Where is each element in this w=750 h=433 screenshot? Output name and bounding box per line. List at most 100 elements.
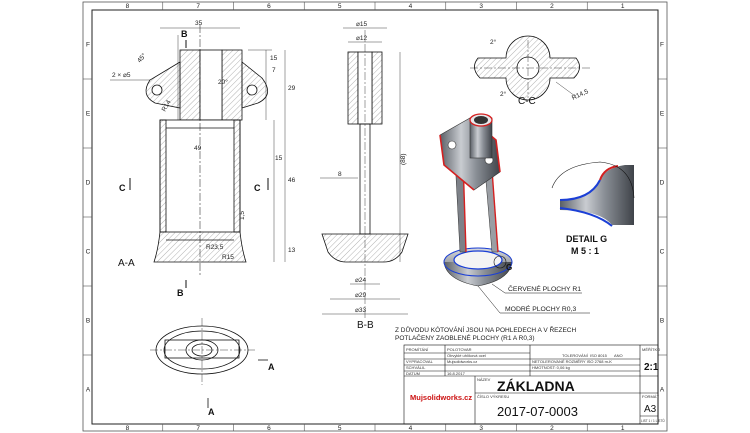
tb-weight: HMOTNOST: 0,06 kg — [532, 365, 570, 370]
tb-drawing-no: 2017-07-0003 — [497, 404, 578, 419]
zone-col-bottom-7: 7 — [196, 425, 200, 432]
tb-general-tolerance: NETOLEROVANÉ ROZMĚRY ISO 2768 m-K — [532, 359, 612, 364]
dim-bb-d33: ⌀33 — [355, 307, 367, 314]
dim-bb-d15: ⌀15 — [356, 21, 368, 28]
zone-row-left-A: A — [86, 387, 91, 394]
cut-markers-aa — [129, 40, 269, 288]
tb-material: Obvyklé uhlíková ocel — [447, 353, 486, 358]
tb-row-approved: SCHVÁLIL — [406, 365, 426, 370]
detail-g-title: DETAIL G — [566, 234, 607, 244]
tb-tolerance-ano: ANO — [614, 353, 623, 358]
dim-cc-angle-b: 2° — [500, 90, 507, 98]
detail-g-view — [551, 161, 635, 230]
dim-aa-15b: 15 — [275, 155, 283, 162]
dim-aa-1-5: 1,5 — [239, 211, 246, 220]
zone-col-bottom-6: 6 — [267, 425, 271, 432]
zone-col-bottom-4: 4 — [409, 425, 413, 432]
section-cc-view — [470, 35, 590, 101]
dim-aa-r15: R15 — [222, 254, 234, 261]
zone-col-bottom-8: 8 — [126, 425, 130, 432]
callout-blue-surfaces: MODRÉ PLOCHY R0,3 — [505, 304, 576, 313]
dim-aa-holes: 2 × ⌀5 — [112, 72, 131, 79]
cut-b-top: B — [181, 29, 188, 39]
zone-row-right-C: C — [660, 249, 665, 256]
section-aa-view — [110, 25, 286, 275]
zone-col-top-2: 2 — [550, 3, 554, 10]
tb-tolerance: ISO 8015 — [590, 353, 608, 358]
tb-scale-label: MĚŘÍTKO — [642, 347, 660, 352]
dim-bb-d24: ⌀24 — [355, 277, 367, 284]
zone-row-right-D: D — [660, 180, 665, 187]
tb-format: A3 — [644, 404, 657, 415]
zone-row-left-D: D — [86, 180, 91, 187]
tb-sheet: LIST 1 / 1 LISTŮ — [641, 418, 665, 423]
zone-row-right-F: F — [660, 42, 664, 49]
tb-tolerance-label: TOLEROVÁNÍ — [562, 353, 589, 358]
tb-author: Mujsolidworks.cz — [447, 359, 477, 364]
zone-col-bottom-3: 3 — [479, 425, 483, 432]
plan-view — [150, 318, 268, 408]
dim-aa-top-width: 35 — [195, 20, 203, 27]
dim-aa-49: 49 — [194, 145, 202, 152]
zone-col-top-8: 8 — [126, 3, 130, 10]
callout-leaders — [477, 283, 590, 314]
dim-cc-r14-5: R14,5 — [571, 88, 590, 102]
cut-a-right: A — [268, 362, 275, 372]
zone-col-top-7: 7 — [196, 3, 200, 10]
dim-aa-angle-45: 45° — [135, 51, 148, 64]
dim-aa-7: 7 — [272, 67, 276, 74]
tb-format-label: FORMÁT — [642, 394, 659, 399]
zone-row-left-C: C — [86, 249, 91, 256]
zone-row-right-A: A — [660, 387, 665, 394]
zone-row-right-E: E — [660, 111, 665, 118]
dim-aa-15: 15 — [270, 55, 278, 62]
tb-part-name: ZÁKLADNA — [497, 378, 575, 394]
zone-col-bottom-5: 5 — [338, 425, 342, 432]
tb-row-date: DATUM — [406, 371, 420, 376]
section-aa-label: A-A — [118, 258, 135, 269]
tb-logo: Mujsolidworks.cz — [410, 393, 472, 402]
tb-date: 16.8.2017 — [447, 371, 466, 376]
dim-aa-46: 46 — [288, 177, 296, 184]
cut-c-left: C — [119, 183, 126, 193]
zone-row-left-F: F — [86, 42, 90, 49]
tb-drawing-no-label: ČÍSLO VÝKRESU — [477, 394, 509, 399]
title-block — [403, 344, 659, 425]
isometric-render — [439, 113, 513, 287]
section-bb-dims: ⌀15 ⌀12 (88) 8 ⌀24 ⌀29 ⌀33 — [338, 21, 407, 314]
dim-aa-13: 13 — [288, 247, 296, 254]
dim-aa-29: 29 — [288, 85, 296, 92]
zone-row-right-B: B — [660, 318, 664, 325]
dim-bb-88: (88) — [400, 153, 407, 165]
tb-header-projection: PROMÍTÁNÍ — [406, 347, 429, 352]
note-line-1: Z DŮVODU KÓTOVÁNÍ JSOU NA POHLEDECH A V … — [395, 325, 576, 334]
tb-name-label: NÁZEV — [477, 377, 491, 382]
section-cc-label: C-C — [518, 96, 536, 107]
tb-scale: 2:1 — [644, 362, 659, 373]
zone-col-top-6: 6 — [267, 3, 271, 10]
section-bb-label: B-B — [357, 320, 374, 331]
callout-red-surfaces: ČERVENÉ PLOCHY R1 — [508, 284, 581, 293]
zone-col-bottom-2: 2 — [550, 425, 554, 432]
zone-row-left-E: E — [86, 111, 91, 118]
detail-g-marker: G — [506, 263, 512, 272]
cut-a-bottom: A — [208, 407, 215, 417]
dim-aa-angle-20: 20° — [218, 78, 228, 86]
dim-bb-d29: ⌀29 — [355, 292, 367, 299]
dim-bb-8: 8 — [338, 171, 342, 178]
zone-col-top-4: 4 — [409, 3, 413, 10]
section-bb-view — [320, 27, 409, 318]
detail-g-scale: M 5 : 1 — [571, 246, 599, 256]
zone-col-top-3: 3 — [479, 3, 483, 10]
dim-bb-d12: ⌀12 — [356, 35, 368, 42]
dim-aa-r23-5: R23,5 — [206, 244, 224, 251]
zone-col-top-5: 5 — [338, 3, 342, 10]
tb-header-stock: POLOTOVAR — [447, 347, 472, 352]
note-line-2: POTLAČENY ZAOBLENÉ PLOCHY (R1 A R0,3) — [395, 333, 535, 342]
dim-cc-angle-a: 2° — [490, 38, 497, 46]
zone-col-bottom-1: 1 — [621, 425, 625, 432]
cut-c-right: C — [254, 183, 261, 193]
zone-col-top-1: 1 — [621, 3, 625, 10]
